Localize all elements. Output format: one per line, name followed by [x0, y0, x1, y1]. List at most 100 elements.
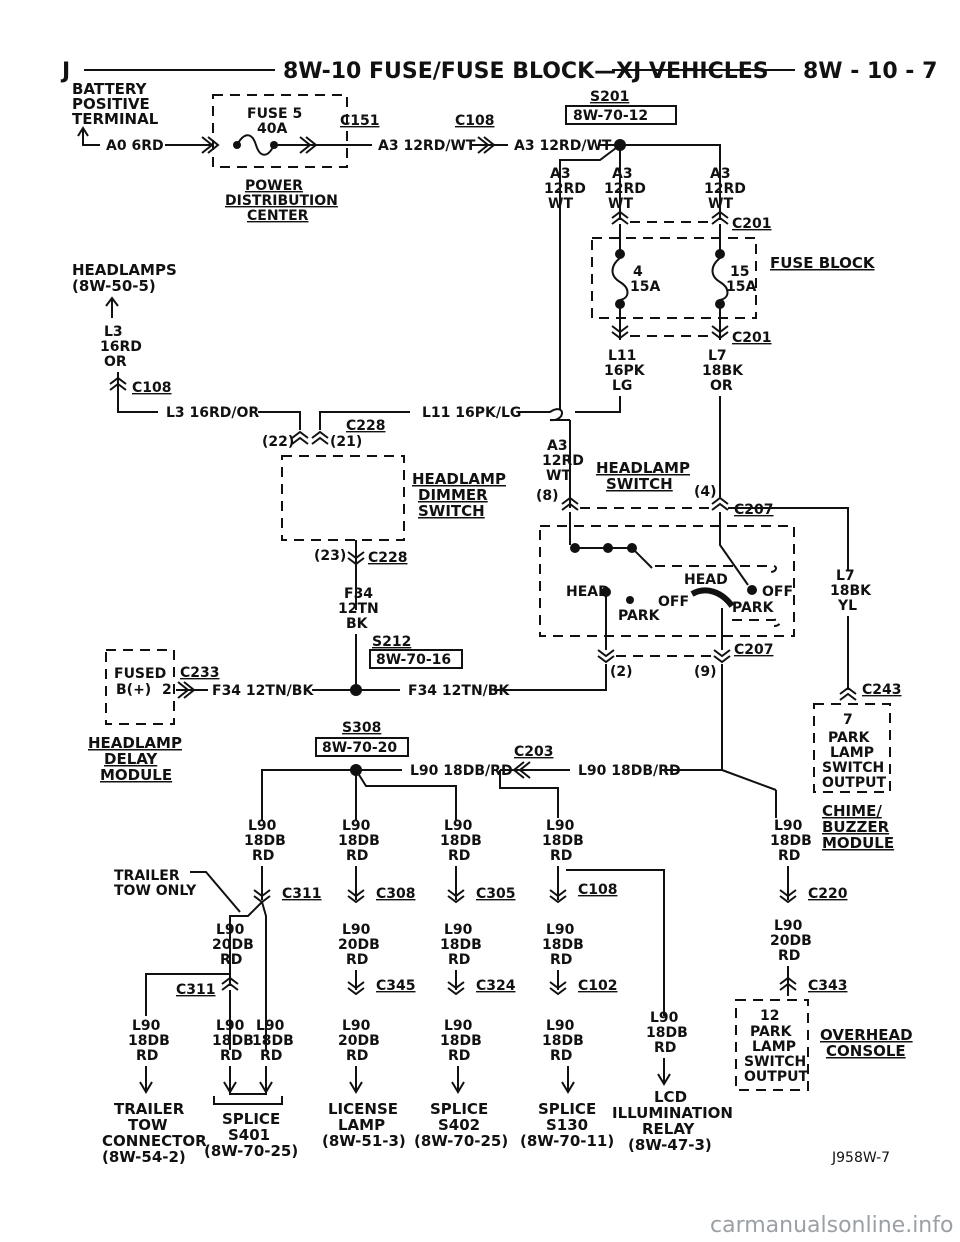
c220-label: C220: [808, 886, 848, 902]
dest-license-1: LICENSE: [328, 1100, 398, 1118]
l90-t-label: L90: [132, 1018, 161, 1034]
battery-label-2: POSITIVE: [72, 95, 150, 113]
l90-d3-gauge: 18DB: [542, 1033, 584, 1049]
fuse15-element-icon: [711, 257, 729, 301]
s201-ref: 8W-70-12: [573, 108, 648, 124]
battery-wire-stub: [82, 128, 100, 146]
chime-line-1: PARK: [828, 730, 871, 746]
c220-icon: [779, 889, 797, 904]
c308-label: C308: [376, 886, 416, 902]
c228-pin23-icon: [347, 551, 365, 566]
c233-label: C233: [180, 665, 220, 681]
headlamps-arrow-icon: [105, 296, 119, 307]
dimmer-outline: [281, 455, 405, 541]
c201-top-label: C201: [732, 216, 772, 232]
c108-connector-icon: [477, 136, 496, 154]
l90-e-label: L90: [774, 818, 803, 834]
c108-left-label: C108: [132, 380, 172, 396]
dimmer-name-1: HEADLAMP: [412, 470, 506, 488]
c228-pin21-icon: [311, 430, 329, 445]
headlamp-switch: A3 12RD WT HEADLAMP SWITCH (8) (4) C207 …: [536, 420, 872, 690]
l11-label: L11: [608, 348, 636, 364]
s212-ref-box: [369, 649, 463, 669]
hlswitch-head-label-right: HEAD: [684, 572, 728, 588]
pdc-name-3: CENTER: [247, 208, 309, 224]
l90-d-gauge: 18DB: [542, 833, 584, 849]
fuse15-rating: 15A: [726, 279, 756, 295]
c201-bottom-label: C201: [732, 330, 772, 346]
figure-id: J958W-7: [831, 1150, 890, 1166]
l90-b-label: L90: [342, 818, 371, 834]
dest-s402-3: (8W-70-25): [414, 1132, 508, 1150]
l90-b-color: RD: [346, 848, 368, 864]
l7-gauge-top: 18BK: [702, 363, 744, 379]
fuse15-terminal-top: [715, 249, 725, 259]
c305-label: C305: [476, 886, 516, 902]
license-arrow-icon: [349, 1081, 363, 1094]
dest-trailer-2: TOW: [128, 1116, 168, 1134]
pin-2: (2): [610, 664, 633, 680]
hlswitch-head-contact: [601, 587, 611, 597]
dest-s402-1: SPLICE: [430, 1100, 488, 1118]
c343-icon: [779, 976, 797, 991]
c324-icon: [447, 981, 465, 996]
battery-terminal: BATTERY POSITIVE TERMINAL A0 6RD: [72, 80, 164, 154]
l90-a-color: RD: [252, 848, 274, 864]
fuse5-rating: 40A: [257, 121, 287, 137]
l90-t-color: RD: [136, 1048, 158, 1064]
l3-gauge: 16RD: [100, 339, 142, 355]
chime-pin: 7: [843, 712, 853, 728]
c311-bottom-icon: [221, 976, 239, 991]
l90-d-color: RD: [550, 848, 572, 864]
l3-color: OR: [104, 354, 127, 370]
l7-color-top: OR: [710, 378, 733, 394]
a3-wire-3: [600, 144, 721, 160]
l90-wire-label-left: L90 18DB/RD: [410, 763, 513, 779]
c311-top-label: C311: [282, 886, 322, 902]
l90-a-gauge: 18DB: [244, 833, 286, 849]
l11-color: LG: [612, 378, 632, 394]
c207-bottom-label: C207: [734, 642, 774, 658]
s201-branch-left: [559, 144, 621, 410]
trailer-only-2: TOW ONLY: [114, 883, 197, 899]
trailer-arrow-icon: [139, 1081, 153, 1094]
hlswitch-off-label-left: OFF: [658, 594, 689, 610]
hlswitch-head-label-left: HEAD: [566, 584, 610, 600]
l90-s401b-color: RD: [260, 1048, 282, 1064]
l90-b3-gauge: 20DB: [338, 1033, 380, 1049]
l90-a2-label: L90: [216, 922, 245, 938]
l90-lcd-gauge: 18DB: [646, 1025, 688, 1041]
l90-trailer-wire: [145, 973, 230, 1016]
headlamp-delay-module: FUSED B(+) C233 2 F34 12TN/BK F34 12TN/B…: [88, 649, 607, 784]
page-header: J 8W-10 FUSE/FUSE BLOCK—XJ VEHICLES 8W -…: [60, 59, 937, 84]
hlswitch-rotor: [690, 587, 735, 608]
fuse15-number: 15: [730, 264, 749, 280]
l3-wire-a: [117, 372, 158, 413]
l90-a-label: L90: [248, 818, 277, 834]
dest-s401-1: SPLICE: [222, 1110, 280, 1128]
s401-bracket: [213, 1096, 283, 1105]
l3-wire-label: L3 16RD/OR: [166, 405, 259, 421]
pin-2-delay: 2: [162, 682, 172, 698]
l11-wire-a: [319, 411, 410, 430]
l90-b2-gauge: 20DB: [338, 937, 380, 953]
a3-wire-label-1: A3 12RD/WT: [378, 138, 476, 154]
chime-name-1: CHIME/: [822, 802, 882, 820]
l90-b3-color: RD: [346, 1048, 368, 1064]
l90-drop-d: [499, 770, 559, 818]
battery-wire-label: A0 6RD: [106, 138, 164, 154]
c324-label: C324: [476, 978, 516, 994]
c243-label: C243: [862, 682, 902, 698]
overhead-name-2: CONSOLE: [826, 1042, 906, 1060]
c311-bottom-label: C311: [176, 982, 216, 998]
fuse4-number: 4: [633, 264, 643, 280]
f34-color: BK: [346, 616, 369, 632]
l90-s401b-label: L90: [256, 1018, 285, 1034]
s308-ref: 8W-70-20: [322, 740, 397, 756]
s201-ref-box: [565, 105, 677, 125]
f34-wire-label-right: F34 12TN/BK: [408, 683, 510, 699]
c228-top-label: C228: [346, 418, 386, 434]
l90-a2-color: RD: [220, 952, 242, 968]
l11-gauge: 16PK: [604, 363, 646, 379]
l90-c3-gauge: 18DB: [440, 1033, 482, 1049]
